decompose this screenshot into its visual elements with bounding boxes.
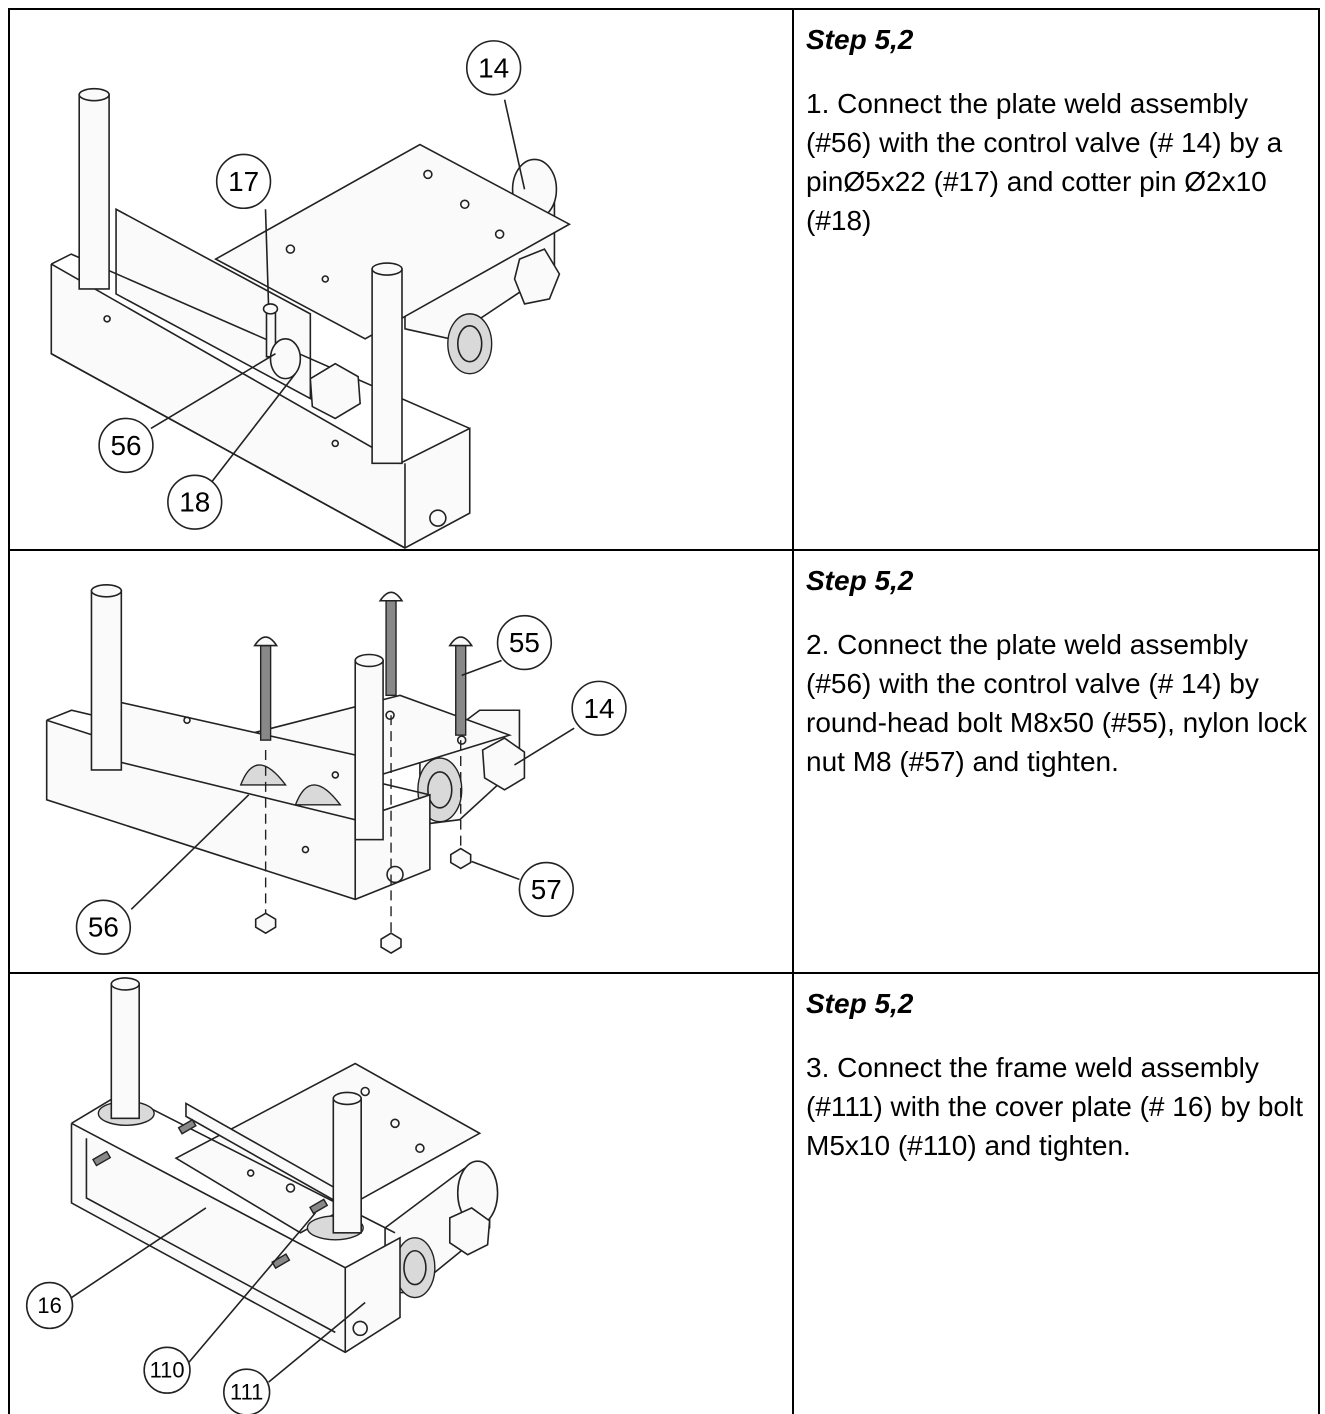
svg-text:14: 14 [478, 52, 509, 83]
callout-17: 17 [215, 153, 272, 210]
step-title: Step 5,2 [806, 565, 914, 596]
svg-text:14: 14 [584, 693, 615, 724]
step-text-cell-1: Step 5,2 1. Connect the plate weld assem… [806, 10, 1308, 240]
step-row-2: 55 14 57 56 Step 5,2 2. Connect the plat… [8, 549, 1320, 972]
svg-text:57: 57 [531, 874, 562, 905]
step-row-3: 16 110 111 Step 5,2 3. Connect the frame… [8, 972, 1320, 1414]
step-instruction: 2. Connect the plate weld assembly (#56)… [806, 629, 1308, 777]
svg-text:18: 18 [179, 487, 210, 518]
step-text-cell-3: Step 5,2 3. Connect the frame weld assem… [806, 974, 1308, 1165]
svg-text:56: 56 [88, 912, 119, 943]
step-title: Step 5,2 [806, 988, 914, 1019]
svg-text:17: 17 [228, 166, 259, 197]
callout-57: 57 [518, 861, 574, 918]
assembly-drawing-1: 14 17 56 18 [50, 40, 572, 549]
callout-55: 55 [496, 614, 553, 671]
callout-56: 56 [75, 899, 132, 955]
step-row-1: 14 17 56 18 Step 5,2 1. Connect the plat… [8, 8, 1320, 549]
step-instruction: 1. Connect the plate weld assembly (#56)… [806, 88, 1283, 236]
svg-text:110: 110 [150, 1358, 185, 1383]
svg-text:55: 55 [509, 627, 540, 658]
callout-111: 111 [223, 1368, 271, 1414]
callout-56: 56 [98, 417, 154, 474]
callout-14: 14 [465, 40, 522, 96]
callout-18: 18 [167, 474, 223, 530]
step-text-cell-2: Step 5,2 2. Connect the plate weld assem… [806, 551, 1308, 781]
step-instruction: 3. Connect the frame weld assembly (#111… [806, 1052, 1303, 1161]
callout-16: 16 [25, 1281, 74, 1330]
assembly-drawing-3: 16 110 111 [25, 977, 499, 1414]
assembly-figure-3: 16 110 111 [10, 974, 792, 1414]
callout-110: 110 [143, 1346, 191, 1394]
assembly-drawing-2: 55 14 57 56 [45, 584, 627, 955]
callout-14: 14 [571, 680, 627, 736]
column-divider [792, 551, 794, 972]
svg-text:16: 16 [37, 1293, 61, 1318]
assembly-figure-1: 14 17 56 18 [10, 10, 792, 549]
svg-text:56: 56 [111, 430, 142, 461]
column-divider [792, 10, 794, 549]
svg-text:111: 111 [230, 1380, 263, 1405]
column-divider [792, 974, 794, 1414]
step-title: Step 5,2 [806, 24, 914, 55]
assembly-figure-2: 55 14 57 56 [10, 551, 792, 972]
